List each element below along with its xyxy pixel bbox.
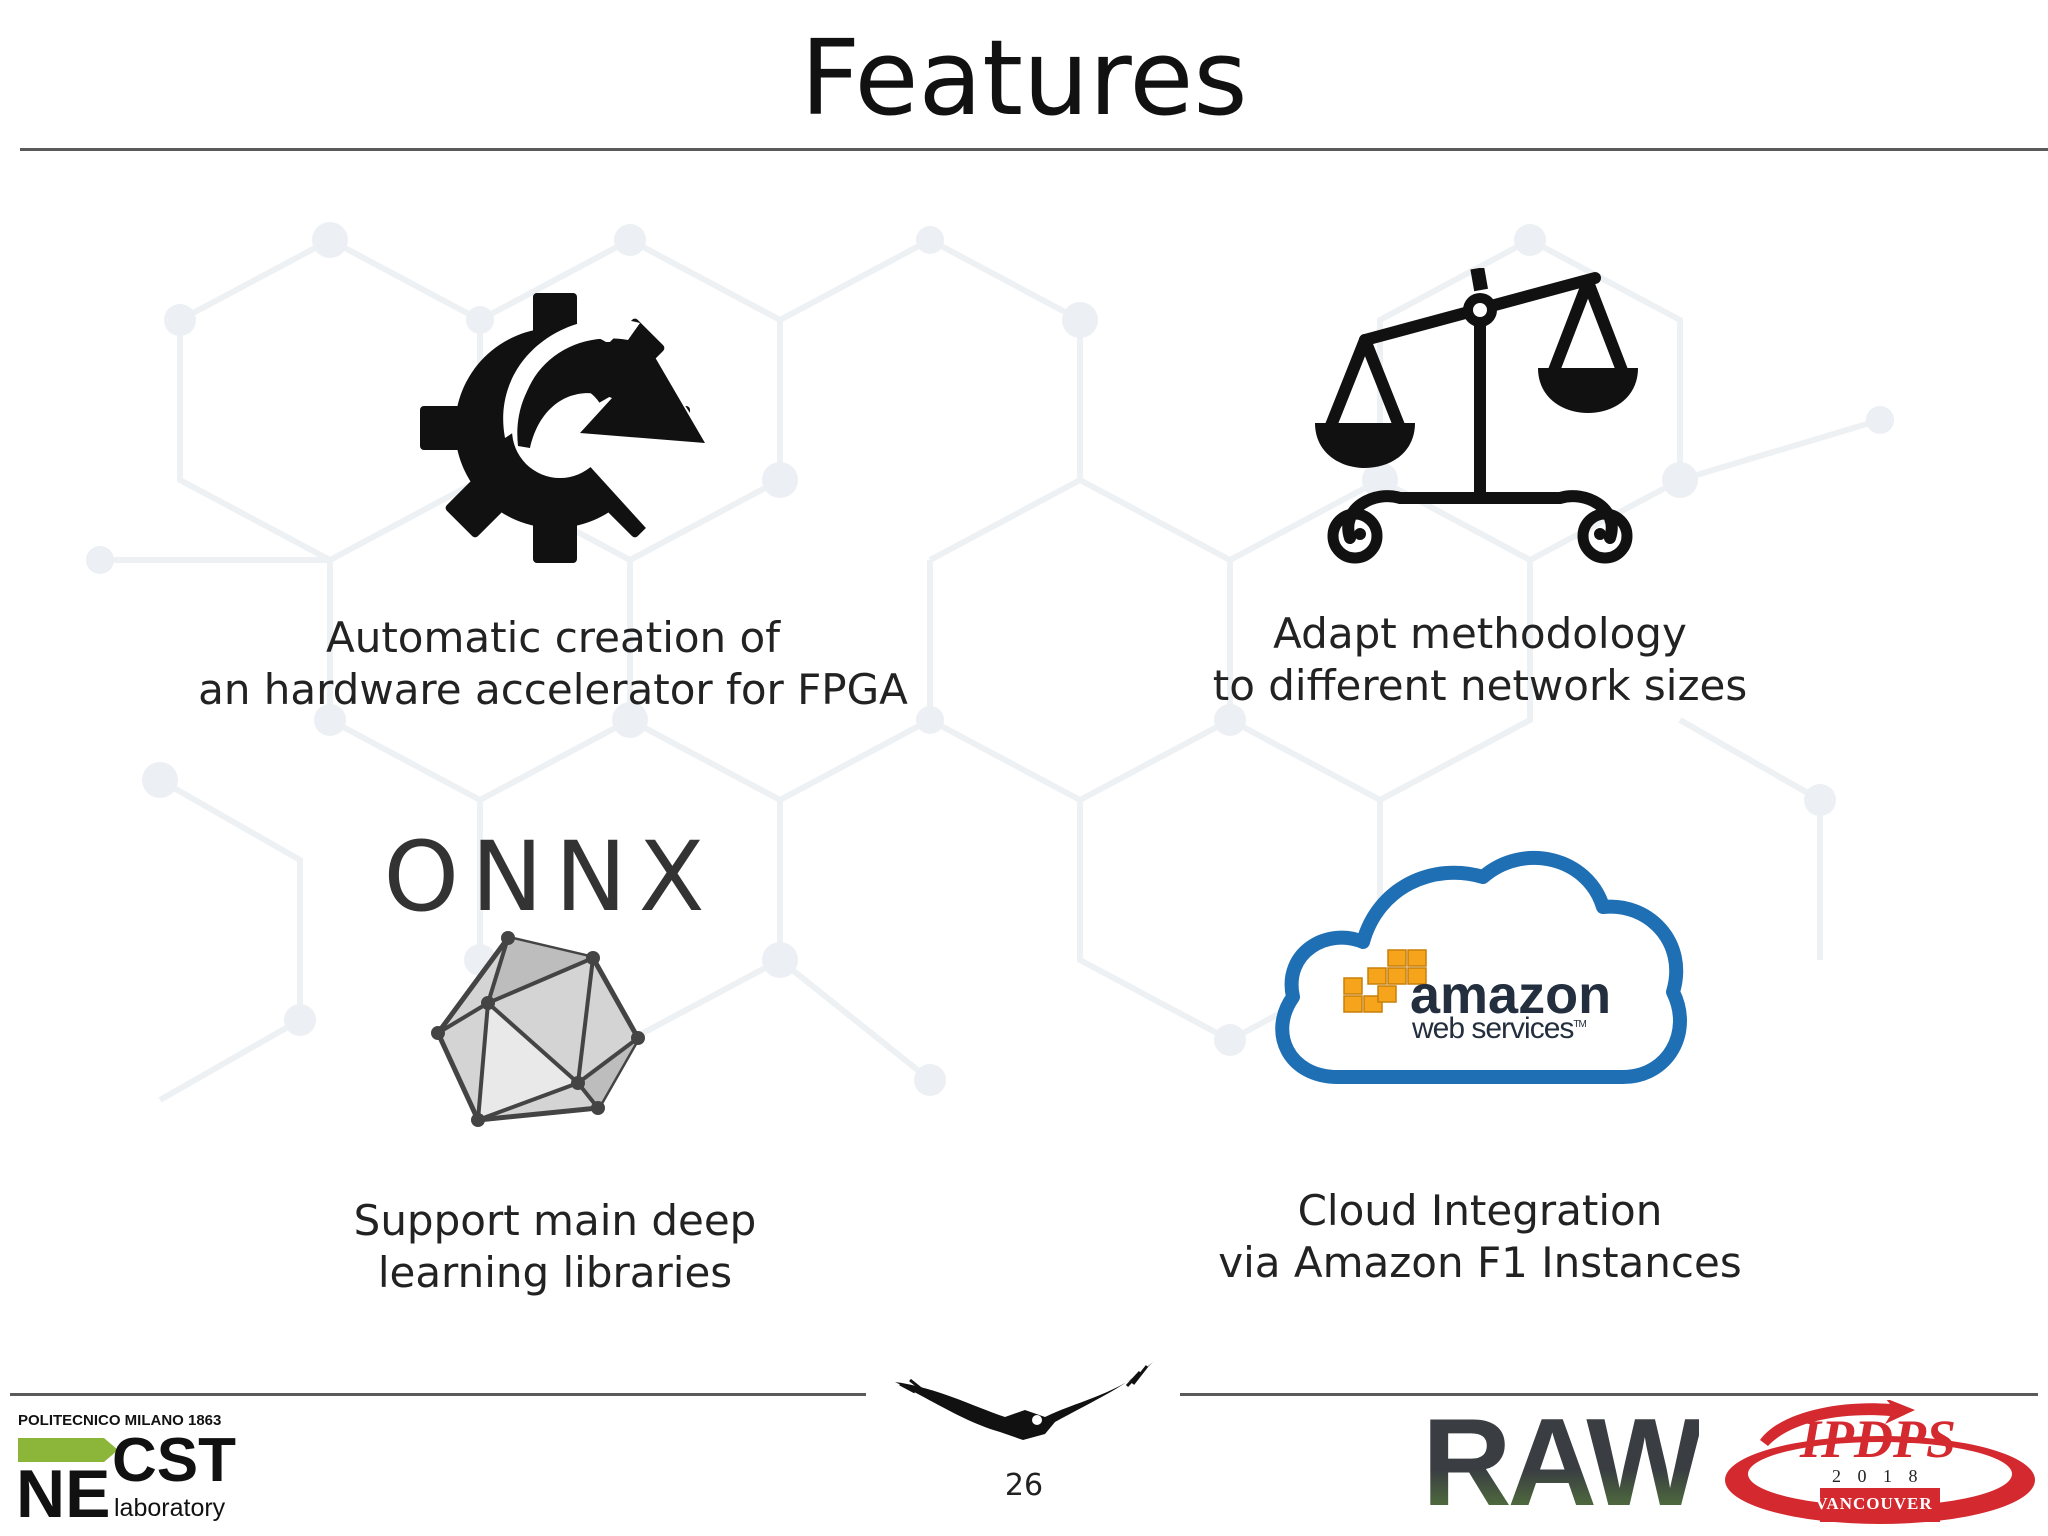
caption-line: Automatic creation of xyxy=(325,613,781,662)
onnx-logo-text: ONNX xyxy=(383,821,717,933)
caption-line: an hardware accelerator for FPGA xyxy=(198,665,908,714)
feature-caption-fpga: Automatic creation of an hardware accele… xyxy=(150,612,956,716)
title-divider xyxy=(20,148,2048,151)
feature-caption-libraries: Support main deep learning libraries xyxy=(250,1195,860,1299)
aws-webservices-text: web servicesTM xyxy=(1412,1012,1587,1046)
aws-cloud-icon xyxy=(1275,850,1687,1084)
gear-refresh-icon xyxy=(420,293,705,563)
caption-line: Adapt methodology xyxy=(1273,609,1687,658)
necst-ne-text: NE xyxy=(16,1456,111,1532)
slide-title: Features xyxy=(800,17,1248,139)
condor-bird-icon xyxy=(895,1362,1153,1440)
footer-divider-right xyxy=(1180,1393,2038,1396)
aws-amazon-text: amazon xyxy=(1410,965,1612,1025)
raw-logo-text: RAW xyxy=(1422,1400,1703,1526)
caption-line: Support main deep xyxy=(353,1196,757,1245)
balance-scale-icon xyxy=(1315,268,1638,564)
feature-caption-network-sizes: Adapt methodology to different network s… xyxy=(1180,608,1780,712)
feature-caption-cloud: Cloud Integration via Amazon F1 Instance… xyxy=(1180,1185,1780,1289)
aws-webservices-label: web services xyxy=(1412,1012,1574,1045)
raw-text: RAW xyxy=(1422,1394,1703,1532)
polimi-text: POLITECNICO MILANO 1863 xyxy=(18,1412,222,1429)
caption-line: Cloud Integration xyxy=(1297,1186,1663,1235)
onnx-polyhedron-icon xyxy=(431,931,645,1127)
page-number: 26 xyxy=(1004,1468,1044,1503)
aws-tm-mark: TM xyxy=(1573,1019,1586,1030)
caption-line: to different network sizes xyxy=(1212,661,1748,710)
necst-green-arrow xyxy=(18,1438,118,1462)
ipdps-year-text: 2 0 1 8 xyxy=(1832,1466,1924,1486)
ipdps-city-text: VANCOUVER xyxy=(1815,1494,1933,1513)
caption-line: via Amazon F1 Instances xyxy=(1218,1238,1742,1287)
necst-cst-text: CST xyxy=(112,1426,236,1495)
footer-divider-left xyxy=(10,1393,866,1396)
ipdps-text: IPDPS xyxy=(1800,1409,1957,1469)
necst-laboratory-text: laboratory xyxy=(114,1494,226,1522)
caption-line: learning libraries xyxy=(377,1248,733,1297)
ipdps-logo-badge xyxy=(1725,1400,2035,1524)
